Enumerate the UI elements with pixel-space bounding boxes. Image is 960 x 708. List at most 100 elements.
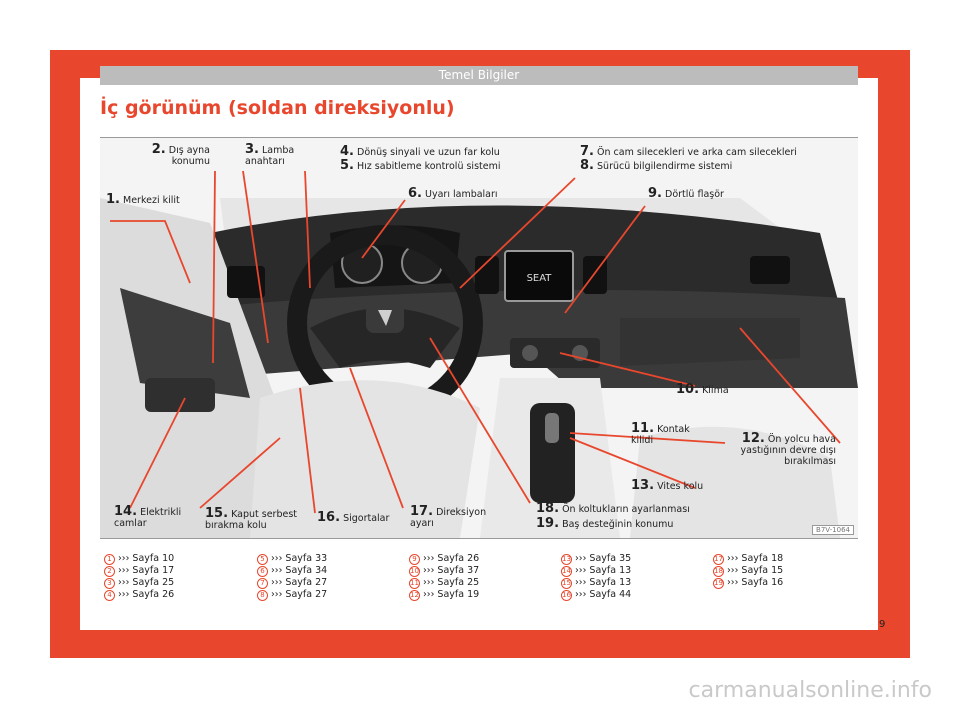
ref-text: ››› Sayfa 19 [423, 589, 480, 600]
ref-column-3: 9››› Sayfa 26 10››› Sayfa 37 11››› Sayfa… [409, 553, 479, 601]
ref-item: 13››› Sayfa 35 [561, 553, 631, 565]
ref-text: ››› Sayfa 25 [118, 577, 175, 588]
ref-text: ››› Sayfa 15 [727, 565, 784, 576]
callout-3-number: 3. [245, 142, 259, 157]
callout-18-number: 18. [536, 501, 560, 516]
callout-14: 14. Elektrikli camlar [114, 504, 188, 529]
callout-4: 4. Dönüş sinyali ve uzun far kolu [340, 144, 500, 159]
ref-column-5: 17››› Sayfa 18 18››› Sayfa 15 19››› Sayf… [713, 553, 783, 589]
ref-number: 8 [257, 589, 268, 601]
ref-number: 19 [713, 577, 724, 589]
ref-number: 18 [713, 565, 724, 577]
ref-number: 10 [409, 565, 420, 577]
callout-17-text: Direksiyon ayarı [410, 507, 487, 529]
section-header: Temel Bilgiler [100, 66, 858, 85]
watermark: carmanualsonline.info [0, 678, 960, 703]
ref-text: ››› Sayfa 26 [423, 553, 480, 564]
callout-10-text: Klima [702, 385, 729, 396]
ref-item: 14››› Sayfa 13 [561, 565, 631, 577]
callout-8: 8. Sürücü bilgilendirme sistemi [580, 158, 733, 173]
callout-12: 12. Ön yolcu hava yastığının devre dışı … [740, 431, 836, 467]
callout-11-text: Kontak kilidi [631, 424, 690, 446]
callout-19: 19. Baş desteğinin konumu [536, 517, 674, 530]
ref-item: 18››› Sayfa 15 [713, 565, 783, 577]
ref-item: 3››› Sayfa 25 [104, 577, 174, 589]
callout-17: 17. Direksiyon ayarı [410, 504, 490, 529]
callout-9-number: 9. [648, 186, 662, 201]
callout-11: 11. Kontak kilidi [631, 421, 691, 446]
ref-number: 14 [561, 565, 572, 577]
callout-17-number: 17. [410, 504, 434, 519]
callout-18-text: Ön koltukların ayarlanması [562, 504, 690, 515]
ref-number: 3 [104, 577, 115, 589]
ref-number: 5 [257, 553, 268, 565]
callout-12-number: 12. [741, 431, 765, 446]
ref-number: 9 [409, 553, 420, 565]
ref-text: ››› Sayfa 27 [271, 589, 328, 600]
callout-14-text: Elektrikli camlar [114, 507, 182, 529]
callout-6: 6. Uyarı lambaları [408, 187, 498, 200]
ref-text: ››› Sayfa 37 [423, 565, 480, 576]
ref-item: 9››› Sayfa 26 [409, 553, 479, 565]
callout-1-number: 1. [106, 192, 120, 207]
ref-item: 11››› Sayfa 25 [409, 577, 479, 589]
callout-19-text: Baş desteğinin konumu [562, 519, 674, 530]
ref-item: 17››› Sayfa 18 [713, 553, 783, 565]
callout-18: 18. Ön koltukların ayarlanması [536, 501, 690, 516]
callout-lines [110, 170, 841, 514]
ref-text: ››› Sayfa 33 [271, 553, 328, 564]
callout-8-text: Sürücü bilgilendirme sistemi [597, 161, 733, 172]
ref-number: 6 [257, 565, 268, 577]
callout-7-text: Ön cam silecekleri ve arka cam silecekle… [597, 147, 797, 158]
callout-7: 7. Ön cam silecekleri ve arka cam silece… [580, 145, 797, 158]
callout-1: 1. Merkezi kilit [106, 192, 180, 207]
ref-text: ››› Sayfa 44 [575, 589, 632, 600]
ref-item: 15››› Sayfa 13 [561, 577, 631, 589]
ref-column-4: 13››› Sayfa 35 14››› Sayfa 13 15››› Sayf… [561, 553, 631, 601]
callout-13-number: 13. [631, 478, 655, 493]
ref-item: 16››› Sayfa 44 [561, 589, 631, 601]
callout-16-number: 16. [317, 510, 341, 525]
ref-number: 7 [257, 577, 268, 589]
callout-4-text: Dönüş sinyali ve uzun far kolu [357, 147, 500, 158]
ref-number: 12 [409, 589, 420, 601]
ref-text: ››› Sayfa 27 [271, 577, 328, 588]
callout-8-number: 8. [580, 158, 594, 173]
callout-10: 10. Klima [676, 382, 729, 397]
ref-item: 19››› Sayfa 16 [713, 577, 783, 589]
figure-code: B7V-1064 [812, 525, 854, 535]
ref-column-2: 5››› Sayfa 33 6››› Sayfa 34 7››› Sayfa 2… [257, 553, 327, 601]
ref-number: 16 [561, 589, 572, 601]
callout-16: 16. Sigortalar [317, 510, 389, 525]
ref-text: ››› Sayfa 17 [118, 565, 175, 576]
dashboard-illustration: SEAT [100, 138, 858, 538]
ref-item: 8››› Sayfa 27 [257, 589, 327, 601]
callout-4-number: 4. [340, 144, 354, 159]
ref-text: ››› Sayfa 34 [271, 565, 328, 576]
ref-number: 13 [561, 553, 572, 565]
ref-text: ››› Sayfa 18 [727, 553, 784, 564]
ref-number: 4 [104, 589, 115, 601]
callout-10-number: 10. [676, 382, 700, 397]
ref-column-1: 1››› Sayfa 10 2››› Sayfa 17 3››› Sayfa 2… [104, 553, 174, 601]
callout-11-number: 11. [631, 421, 655, 436]
callout-2-text: Dış ayna konumu [168, 145, 210, 167]
callout-14-number: 14. [114, 504, 138, 519]
page-number: 9 [879, 619, 886, 630]
ref-item: 12››› Sayfa 19 [409, 589, 479, 601]
callout-5: 5. Hız sabitleme kontrolü sistemi [340, 158, 501, 173]
callout-5-number: 5. [340, 158, 354, 173]
ref-number: 15 [561, 577, 572, 589]
ref-number: 11 [409, 577, 420, 589]
ref-text: ››› Sayfa 13 [575, 565, 632, 576]
callout-1-text: Merkezi kilit [123, 195, 180, 206]
ref-item: 2››› Sayfa 17 [104, 565, 174, 577]
callout-15-text: Kaput serbest bırakma kolu [205, 509, 297, 531]
callout-15: 15. Kaput serbest bırakma kolu [205, 507, 305, 531]
callout-2-number: 2. [151, 142, 166, 157]
callout-12-text: Ön yolcu hava yastığının devre dışı bıra… [740, 434, 836, 467]
page-title: İç görünüm (soldan direksiyonlu) [100, 97, 455, 119]
ref-item: 10››› Sayfa 37 [409, 565, 479, 577]
callout-13-text: Vites kolu [657, 481, 704, 492]
ref-number: 1 [104, 553, 115, 565]
